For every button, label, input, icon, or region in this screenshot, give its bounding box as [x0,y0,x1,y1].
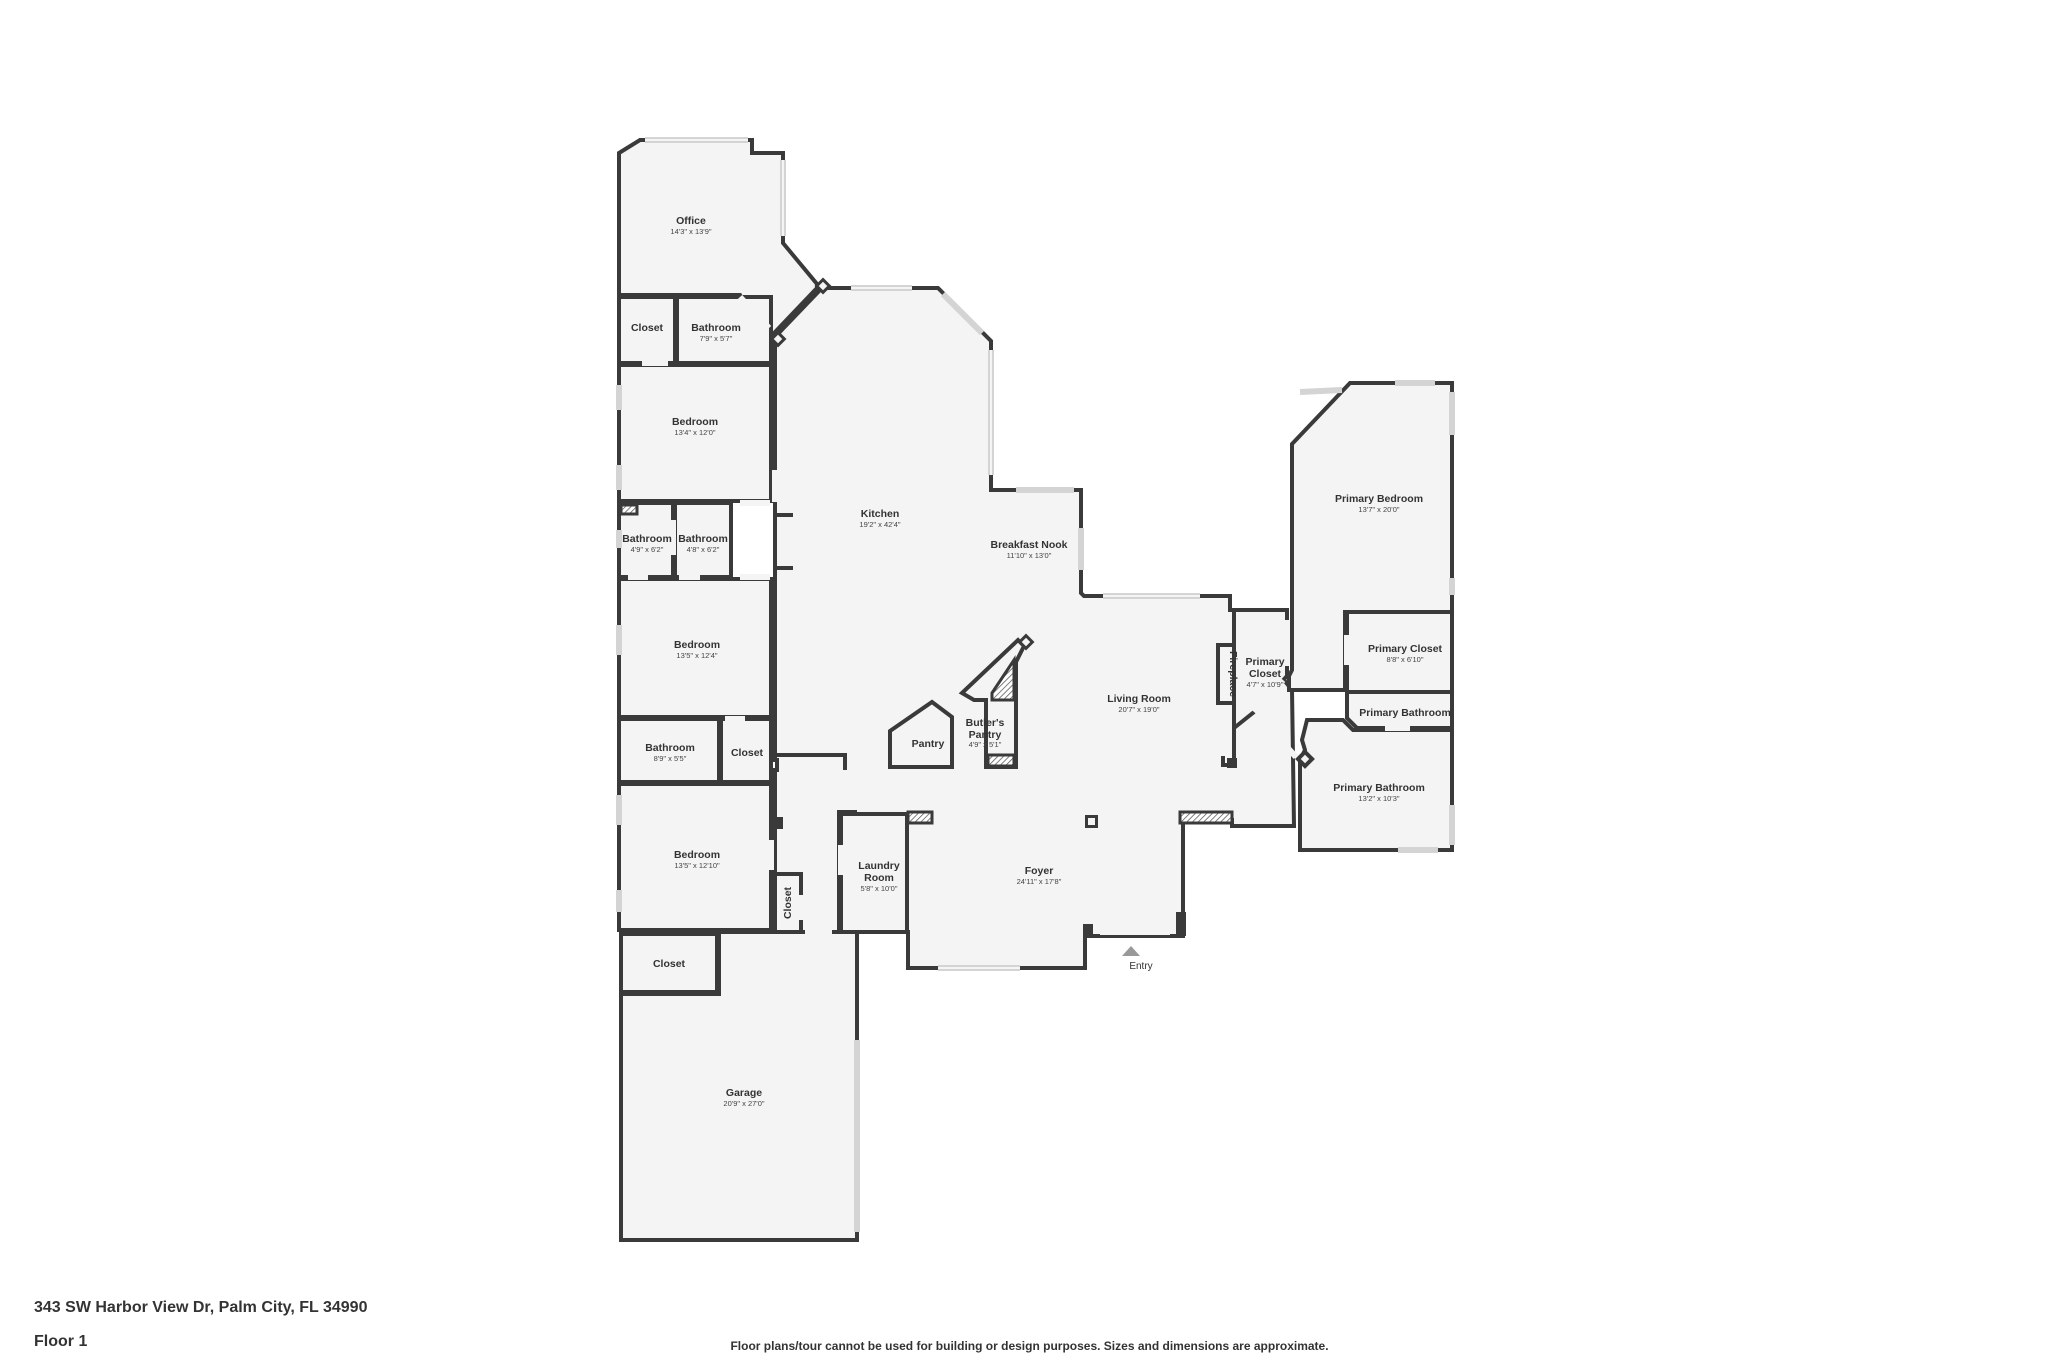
bedroom-3-dim: 13'5" x 12'10" [674,861,720,870]
primary-closet-b-dim: 8'8" x 6'10" [1387,655,1424,664]
small-bath-counter [619,503,639,516]
primary-bedroom-dim: 13'7" x 20'0" [1358,505,1399,514]
office-dim: 14'3" x 13'9" [670,227,711,236]
butlers-pantry-label-2: Pantry [969,729,1002,741]
foyer-label: Foyer [1025,865,1054,877]
pantry-room [888,699,954,769]
entry-arrow-icon [1122,946,1140,956]
bathroom-top-dim: 7'9" x 5'7" [700,334,733,343]
bathroom-small-a-label: Bathroom [622,533,672,545]
butlers-pantry-dim: 4'9" x 5'1" [969,740,1002,749]
primary-bathroom-dim: 13'2" x 10'3" [1358,794,1399,803]
bedroom-2-dim: 13'5" x 12'4" [676,651,717,660]
office-label: Office [676,215,706,227]
primary-bedroom-label: Primary Bedroom [1335,493,1423,505]
butlers-pantry-label-1: Butler's [966,717,1005,729]
bedroom-3-room [617,782,773,932]
garage-label: Garage [726,1087,762,1099]
kitchen-label: Kitchen [861,508,900,520]
bathroom-small-b-label: Bathroom [678,533,728,545]
breakfast-nook-dim: 11'10" x 13'0" [1007,551,1052,560]
foyer-counter-left [906,810,934,825]
bedroom-2-label: Bedroom [674,639,720,651]
garage-room [619,930,859,1242]
windows [616,137,1455,1232]
bathroom-small-a-dim: 4'9" x 6'2" [631,545,664,554]
bedroom-1-label: Bedroom [672,416,718,428]
primary-closet-a-dim: 4'7" x 10'9" [1247,680,1284,689]
disclaimer-text: Floor plans/tour cannot be used for buil… [730,1339,1329,1353]
primary-bathroom-label: Primary Bathroom [1333,782,1425,794]
primary-closet-b-label: Primary Closet [1368,643,1443,655]
butlers-pantry-counter [990,655,1016,702]
primary-bathroom-small-label: Primary Bathroom [1359,707,1451,719]
bedroom-1-dim: 13'4" x 12'0" [674,428,715,437]
room-labels: Office 14'3" x 13'9" Closet Bathroom 7'9… [622,215,1451,1108]
floor-label: Floor 1 [34,1333,88,1350]
living-room-label: Living Room [1107,693,1171,705]
foyer-dim: 24'11" x 17'8" [1017,877,1062,886]
closet-vertical-room [773,872,803,934]
bathroom-top-label: Bathroom [691,322,741,334]
bathroom-small-b-dim: 4'8" x 6'2" [687,545,720,554]
closet-garage-label: Closet [653,958,686,970]
door-openings [628,294,1410,935]
fireplace-label: Fireplace [1227,651,1239,697]
breakfast-nook-label: Breakfast Nook [990,539,1067,551]
bathroom-top-room [675,295,773,365]
primary-closet-a-label-1: Primary [1245,656,1284,668]
laundry-room-label-1: Laundry [858,860,900,872]
kitchen-dim: 19'2" x 42'4" [859,520,900,529]
bathroom-mid-label: Bathroom [645,742,695,754]
primary-closet-a-label-2: Closet [1249,668,1282,680]
foyer-counter-right [1178,810,1234,825]
bedroom-3-label: Bedroom [674,849,720,861]
entry-label: Entry [1129,961,1152,972]
living-room-dim: 20'7" x 19'0" [1118,705,1159,714]
closet-vertical-label: Closet [782,886,794,919]
laundry-room-label-2: Room [864,872,894,884]
butlers-pantry-counter-bottom [986,753,1016,768]
garage-dim: 20'9" x 27'0" [723,1099,764,1108]
property-address: 343 SW Harbor View Dr, Palm City, FL 349… [34,1299,368,1316]
closet-mid-label: Closet [731,747,764,759]
closet-top-label: Closet [631,322,664,334]
pantry-label: Pantry [912,738,945,750]
bathroom-mid-dim: 8'9" x 5'5" [654,754,687,763]
laundry-room-dim: 5'8" x 10'0" [861,884,898,893]
